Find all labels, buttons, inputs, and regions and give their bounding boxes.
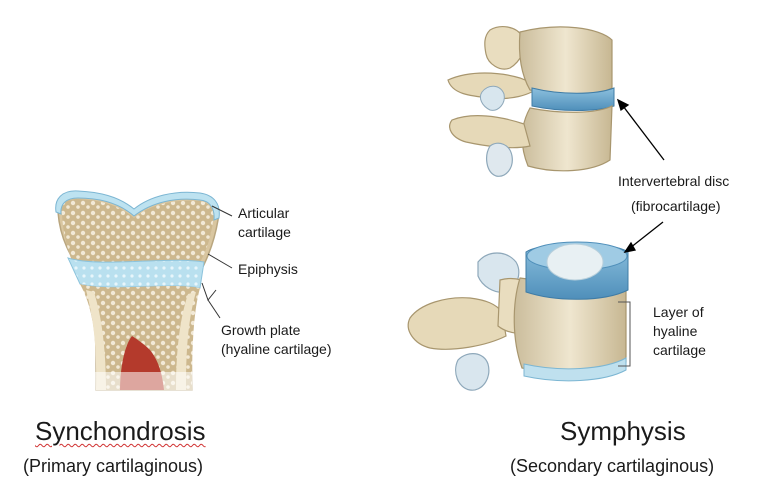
synchondrosis-leaders: [201, 205, 233, 319]
upper-vertebral-body: [518, 26, 613, 95]
lower-vertebral-body: [521, 105, 613, 172]
compact-bone-right: [176, 292, 196, 390]
lower-vertebra-illustration: [407, 241, 629, 391]
metaphysis-spongy-bone: [80, 284, 200, 390]
disc-arrows: [616, 98, 665, 253]
synchondrosis-subtitle: (Primary cartilaginous): [23, 456, 204, 476]
epiphysis-spongy-bone: [61, 199, 214, 266]
spinous-process: [407, 297, 507, 350]
compact-bone-left: [86, 290, 106, 390]
growth-plate: [67, 257, 205, 289]
bone-fade: [90, 372, 200, 392]
label-articular-line2: cartilage: [238, 224, 291, 240]
hyaline-cartilage-layer: [523, 357, 627, 382]
symphysis-title: Symphysis: [560, 416, 686, 446]
upper-vertebrae-illustration: [447, 26, 615, 177]
symphysis-subtitle: (Secondary cartilaginous): [510, 456, 715, 476]
label-epiphysis: Epiphysis: [238, 261, 298, 277]
label-hyaline-line2: hyaline: [653, 323, 698, 339]
label-hyaline-line3: cartilage: [653, 342, 706, 358]
upper-facet: [479, 85, 505, 111]
label-growth-plate-line1: Growth plate: [221, 322, 301, 338]
lower-articular-process: [486, 142, 513, 177]
synchondrosis-title: Synchondrosis: [35, 416, 206, 446]
long-bone-illustration: [55, 190, 220, 392]
lower-spinous-process: [449, 115, 531, 149]
label-hyaline-line1: Layer of: [653, 304, 704, 320]
inferior-articular-process: [455, 353, 490, 391]
label-articular: Articular cartilage: [238, 204, 291, 242]
label-hyaline-layer: Layer of hyaline cartilage: [653, 303, 706, 360]
intervertebral-disc-upper: [531, 87, 615, 111]
synchondrosis-title-text: Synchondrosis: [35, 416, 206, 446]
label-growth-plate-line2: (hyaline cartilage): [221, 341, 332, 357]
label-fibrocartilage: (fibrocartilage): [631, 198, 721, 214]
articular-cartilage: [55, 190, 220, 221]
nucleus-pulposus: [546, 243, 604, 281]
label-articular-line1: Articular: [238, 205, 290, 221]
hyaline-bracket: [618, 301, 631, 367]
label-growth-plate: Growth plate (hyaline cartilage): [221, 321, 332, 359]
label-intervertebral-disc: Intervertebral disc: [618, 173, 730, 189]
upper-lamina: [484, 26, 525, 70]
